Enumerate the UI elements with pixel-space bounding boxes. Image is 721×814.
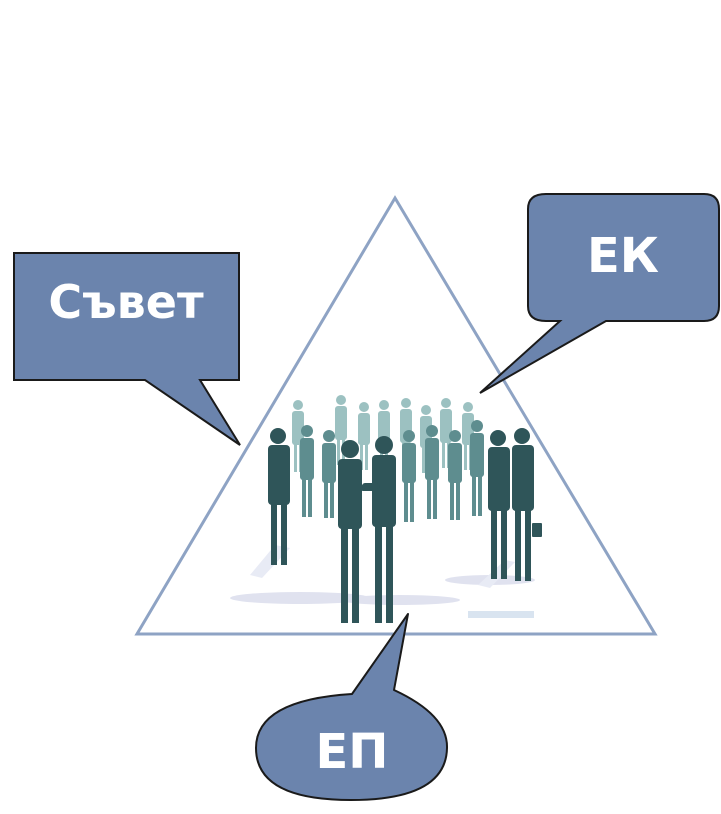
- callout-parliament-label: ЕП: [316, 724, 389, 780]
- watermark-logo: [468, 611, 534, 618]
- callout-council: Съвет: [13, 252, 241, 446]
- callout-parliament: ЕП: [255, 613, 449, 801]
- callout-council-label: Съвет: [48, 275, 204, 329]
- callout-commission: ЕК: [479, 193, 720, 394]
- business-people-illustration: [230, 395, 542, 623]
- callout-commission-label: ЕК: [587, 228, 659, 284]
